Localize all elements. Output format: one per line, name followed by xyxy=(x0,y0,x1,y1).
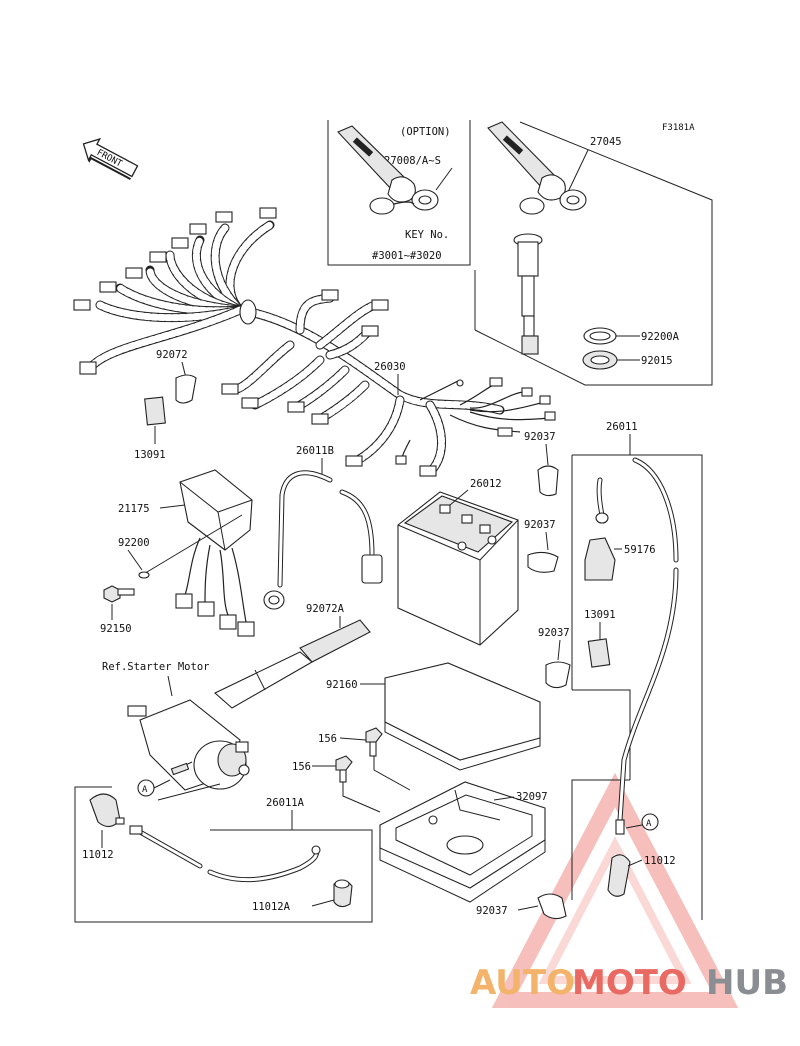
strap-92072A xyxy=(214,619,371,709)
part-13091-a: 13091 xyxy=(134,449,166,461)
ignition-switch-box: 27045 92200A 92015 xyxy=(474,121,713,386)
starter-motor xyxy=(127,699,250,791)
option-part-number: 27008/A~S xyxy=(384,155,441,167)
option-key-icon xyxy=(337,125,439,215)
watermark-logo: AUTO MOTO HUB xyxy=(470,963,788,1003)
part-59176: 59176 xyxy=(624,544,656,556)
watermark-hub: HUB xyxy=(706,963,788,1003)
watermark-triangle xyxy=(491,772,739,1008)
mat-92160 xyxy=(384,662,541,771)
bolt-156-a xyxy=(365,727,383,757)
part-26030: 26030 xyxy=(374,361,406,373)
starter-cable-box: A 26011A xyxy=(74,779,373,923)
battery-case-32097 xyxy=(379,781,546,903)
option-box: (OPTION) 27008/A~S KEY No. #3001~#3020 xyxy=(327,120,471,266)
option-title: (OPTION) xyxy=(400,126,451,138)
front-arrow-icon: FRONT xyxy=(82,137,139,180)
ref-starter-motor: Ref.Starter Motor xyxy=(102,661,209,673)
part-156-b: 156 xyxy=(292,761,311,773)
part-92015: 92015 xyxy=(641,355,673,367)
pad-13091 xyxy=(144,396,166,426)
band-92037-c xyxy=(545,661,571,689)
part-92072A: 92072A xyxy=(306,603,345,615)
main-wiring-harness xyxy=(73,207,556,477)
part-92037-c: 92037 xyxy=(538,627,570,639)
cable-26011 xyxy=(595,457,679,835)
part-13091-b: 13091 xyxy=(584,609,616,621)
cdi-unit-21175 xyxy=(175,469,255,637)
part-26011A: 26011A xyxy=(266,797,305,809)
bolt-92150 xyxy=(103,585,135,603)
cable-26011B xyxy=(263,470,383,610)
bolt-starter xyxy=(170,762,190,776)
boot-11012A xyxy=(333,879,353,908)
part-92072: 92072 xyxy=(156,349,188,361)
ref-marker-a-left: A xyxy=(142,785,148,795)
clamp-92072 xyxy=(175,374,197,404)
part-27045: 27045 xyxy=(590,136,622,148)
band-92037-b xyxy=(527,551,559,573)
ref-marker-a-right: A xyxy=(646,819,652,829)
part-11012A: 11012A xyxy=(252,901,291,913)
part-11012-b: 11012 xyxy=(644,855,676,867)
pad-13091-b xyxy=(587,638,611,668)
option-key-label: KEY No. xyxy=(405,229,449,241)
part-92037-d: 92037 xyxy=(476,905,508,917)
part-26011: 26011 xyxy=(606,421,638,433)
battery-26012 xyxy=(397,491,519,646)
watermark-moto: MOTO xyxy=(572,963,687,1003)
boot-59176 xyxy=(584,537,616,581)
part-92200: 92200 xyxy=(118,537,150,549)
part-21175: 21175 xyxy=(118,503,150,515)
bolt-156-b xyxy=(335,755,353,783)
figure-code: F3181A xyxy=(662,123,695,133)
part-26012: 26012 xyxy=(470,478,502,490)
part-92160: 92160 xyxy=(326,679,358,691)
watermark-auto: AUTO xyxy=(470,963,575,1003)
part-11012-a: 11012 xyxy=(82,849,114,861)
battery-cable-box: 26011 xyxy=(571,421,703,920)
option-key-range: #3001~#3020 xyxy=(372,250,442,262)
part-156-a: 156 xyxy=(318,733,337,745)
boot-11012-b xyxy=(607,854,631,897)
part-32097: 32097 xyxy=(516,791,548,803)
part-26011B: 26011B xyxy=(296,445,334,457)
part-92037-a: 92037 xyxy=(524,431,556,443)
boot-11012-a xyxy=(89,793,125,828)
cable-26011A xyxy=(129,825,321,883)
part-92037-b: 92037 xyxy=(524,519,556,531)
part-92200A: 92200A xyxy=(641,331,680,343)
band-92037-d xyxy=(537,893,567,920)
band-92037-a xyxy=(537,465,559,497)
part-92150: 92150 xyxy=(100,623,132,635)
